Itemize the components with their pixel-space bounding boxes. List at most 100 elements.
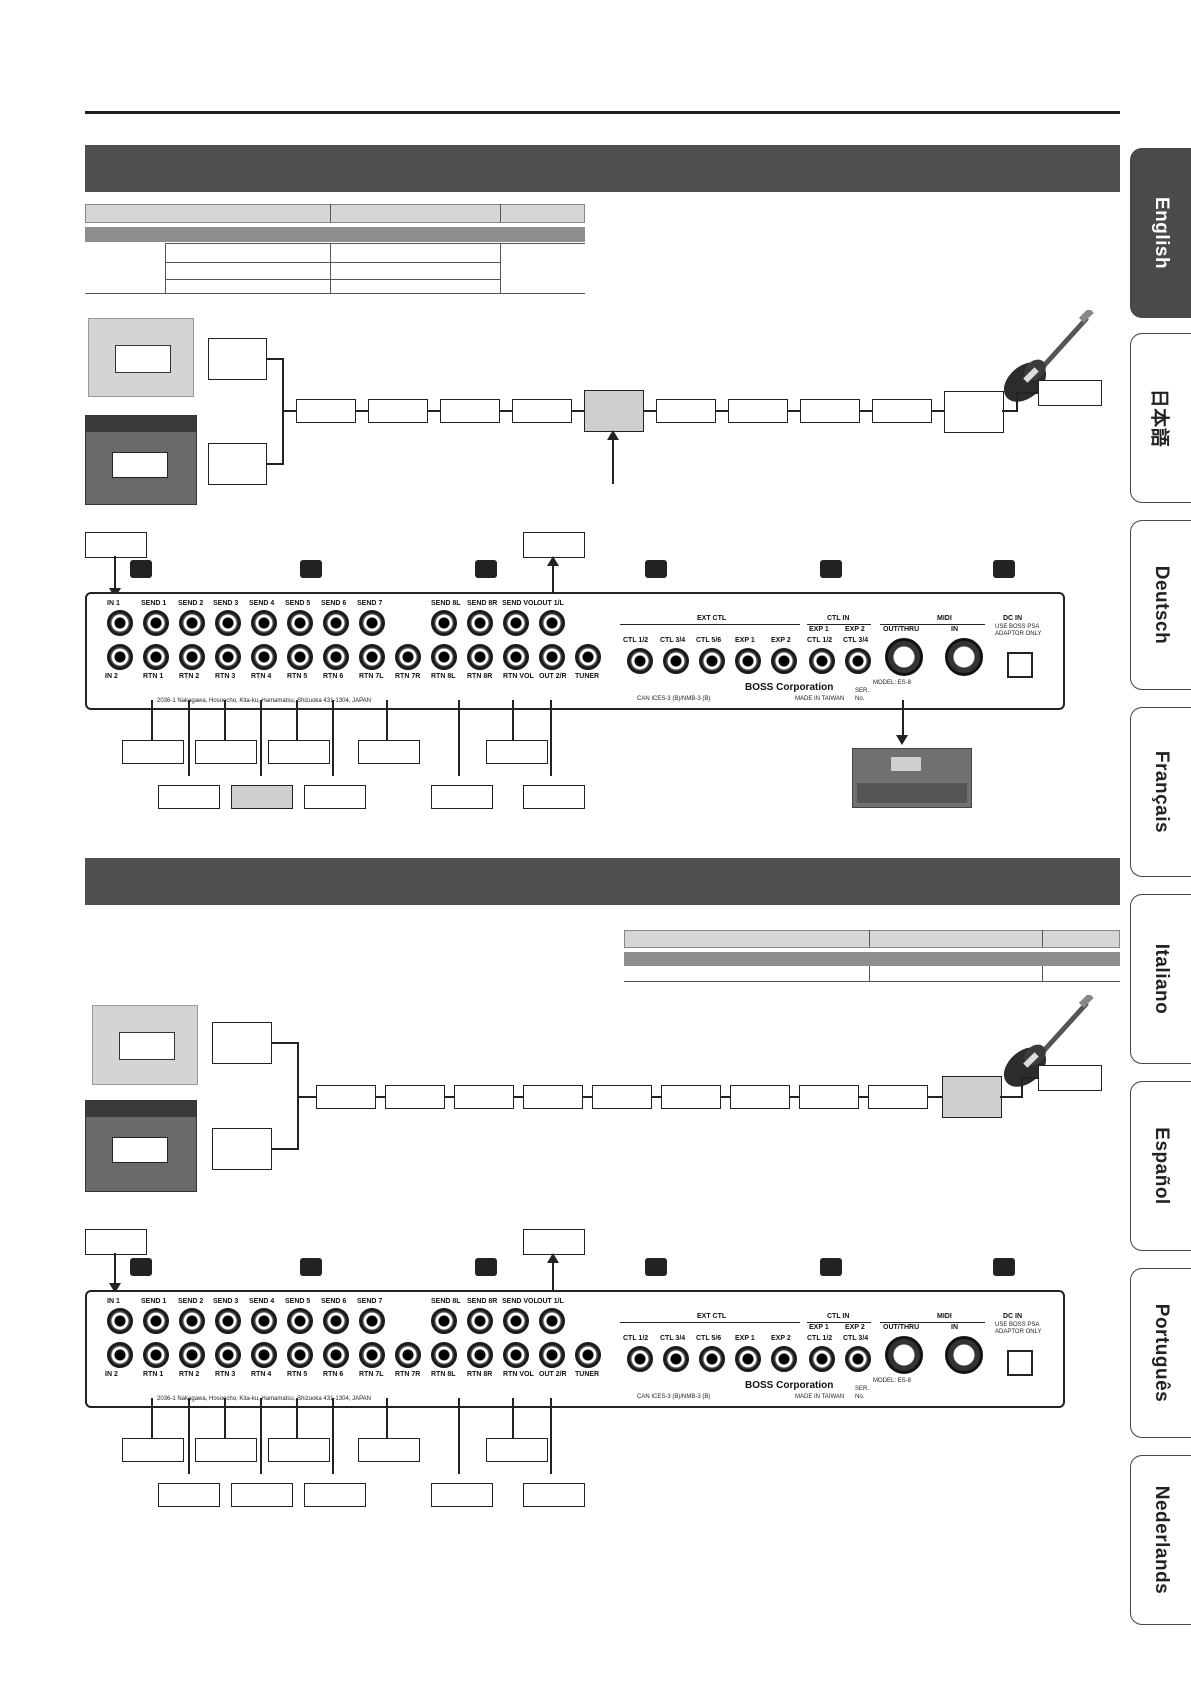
midi-out-thru-port [885,638,923,676]
jack-rtn-vol [503,1342,529,1368]
midi-in-port [945,638,983,676]
jack-rtn-8l [431,1342,457,1368]
jack-send-7 [359,610,385,636]
jack-ctl-in-12 [809,648,835,674]
callout-box [122,1438,184,1462]
callout-box [486,740,548,764]
jack-rtn-7l [359,644,385,670]
amp-1-label-box [208,338,267,380]
section-2-table [624,930,1120,982]
tab-italiano[interactable]: Italiano [1130,894,1191,1064]
input-callout-box [85,532,147,558]
jack-send-2 [179,1308,205,1334]
jack-rtn-4 [251,1342,277,1368]
callout-box [195,740,257,764]
amp-combo-1 [92,1005,198,1085]
top-jack-row: IN 1 SEND 1 SEND 2 SEND 3 SEND 4 SEND 5 … [85,1298,645,1338]
jack-out-1l [539,610,565,636]
electric-guitar-icon [1003,995,1094,1087]
amp-1-label-box [212,1022,272,1064]
tab-english[interactable]: English [1130,148,1191,318]
callout-box [231,1483,293,1507]
jack-send-1 [143,610,169,636]
tab-nederlands[interactable]: Nederlands [1130,1455,1191,1625]
tab-espanol[interactable]: Español [1130,1081,1191,1251]
top-jack-row: IN 1 SEND 1 SEND 2 SEND 3 SEND 4 SEND 5 … [85,600,645,640]
jack-rtn-6 [323,1342,349,1368]
amp-combo-1 [88,318,194,397]
tab-portugues[interactable]: Português [1130,1268,1191,1438]
callout-box [268,740,330,764]
callout-box [523,1483,585,1507]
jack-send-8r [467,610,493,636]
chain-block-input [944,391,1004,433]
callout-box [431,785,493,809]
jack-send-2 [179,610,205,636]
callout-box [358,1438,420,1462]
jack-tuner [575,644,601,670]
jack-rtn-8r [467,644,493,670]
callout-box [431,1483,493,1507]
jack-rtn-3 [215,1342,241,1368]
header-rule [85,111,1120,114]
jack-send-vol [503,610,529,636]
jack-send-5 [287,1308,313,1334]
jack-out-2r [539,1342,565,1368]
jack-rtn-8r [467,1342,493,1368]
tab-deutsch[interactable]: Deutsch [1130,520,1191,690]
jack-send-3 [215,1308,241,1334]
jack-send-8l [431,1308,457,1334]
chain-block [440,399,500,423]
amp-combo-2 [85,415,197,505]
jack-rtn-2 [179,1342,205,1368]
jack-send-vol [503,1308,529,1334]
chain-block [728,399,788,423]
jack-send-4 [251,1308,277,1334]
bottom-jack-row: IN 2 RTN 1 RTN 2 RTN 3 RTN 4 RTN 5 RTN 6… [85,1342,645,1382]
section-1-title-band [85,145,1120,192]
callout-box [158,785,220,809]
chain-block [872,399,932,423]
output-callout-box [523,532,585,558]
section-1-table [85,204,585,294]
chain-block [730,1085,790,1109]
tab-francais[interactable]: Français [1130,707,1191,877]
jack-rtn-1 [143,644,169,670]
midi-in-port [945,1336,983,1374]
chain-block-highlight [584,390,644,432]
callout-box [195,1438,257,1462]
jack-send-8l [431,610,457,636]
jack-in-2 [107,1342,133,1368]
jack-send-4 [251,610,277,636]
jack-ctl-in-34 [845,648,871,674]
jack-ext-ctl-34 [663,1346,689,1372]
callout-box-highlight [231,785,293,809]
callout-box [122,740,184,764]
guitar-label-box [1038,380,1102,406]
chain-block [296,399,356,423]
chain-block [523,1085,583,1109]
jack-rtn-6 [323,644,349,670]
callout-box [486,1438,548,1462]
callout-box [158,1483,220,1507]
tab-japanese[interactable]: 日本語 [1130,333,1191,503]
input-callout-box [85,1229,147,1255]
jack-in-1 [107,1308,133,1334]
jack-ext-ctl-12 [627,648,653,674]
jack-ctl-in-12 [809,1346,835,1372]
chain-block [799,1085,859,1109]
chain-block [512,399,572,423]
section-2-title-band [85,858,1120,905]
chain-block [656,399,716,423]
signal-chain-line-2 [299,1096,1021,1098]
midi-out-thru-port [885,1336,923,1374]
chain-block [661,1085,721,1109]
chain-block [316,1085,376,1109]
jack-rtn-3 [215,644,241,670]
amp-combo-2 [85,1100,197,1192]
jack-send-7 [359,1308,385,1334]
jack-rtn-8l [431,644,457,670]
jack-send-3 [215,610,241,636]
guitar-label-box [1038,1065,1102,1091]
jack-tuner [575,1342,601,1368]
